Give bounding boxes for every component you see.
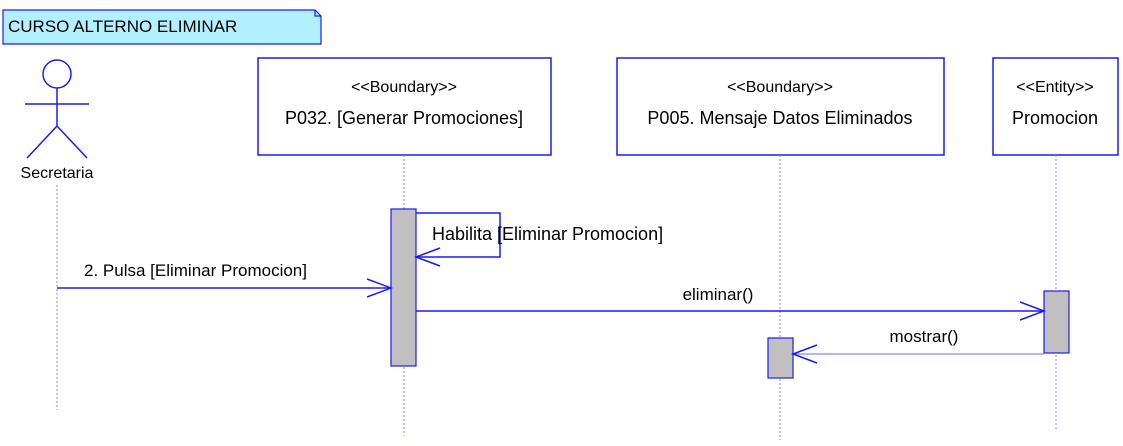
message-pulsa: 2. Pulsa [Eliminar Promocion] bbox=[57, 261, 394, 298]
lifeline-dashes bbox=[56, 155, 1057, 440]
frame-label-fold bbox=[314, 10, 321, 17]
actor-secretaria: Secretaria bbox=[21, 59, 94, 182]
frame-label-box bbox=[2, 9, 322, 45]
lifeline-stereotype: <<Boundary>> bbox=[351, 79, 457, 96]
message-label: eliminar() bbox=[683, 285, 754, 304]
lifeline-name: P005. Mensaje Datos Eliminados bbox=[647, 108, 912, 128]
lifeline-box bbox=[257, 57, 552, 156]
arrow-head-icon bbox=[1019, 301, 1047, 321]
actor-name: Secretaria bbox=[21, 165, 94, 182]
frame-label: CURSO ALTERNO ELIMINAR bbox=[2, 9, 322, 45]
lifeline-name: P032. [Generar Promociones] bbox=[285, 108, 523, 128]
frame-label-text: CURSO ALTERNO ELIMINAR bbox=[8, 17, 237, 36]
arrow-head-icon bbox=[790, 344, 818, 364]
lifeline-stereotype: <<Boundary>> bbox=[727, 79, 833, 96]
activation-generar bbox=[390, 208, 417, 367]
lifeline-stereotype: <<Entity>> bbox=[1016, 79, 1093, 96]
message-habilita: Habilita [Eliminar Promocion] bbox=[413, 212, 663, 267]
arrow-head-icon bbox=[413, 247, 441, 267]
activation-mensaje bbox=[767, 337, 794, 379]
message-label: mostrar() bbox=[890, 327, 959, 346]
message-eliminar: eliminar() bbox=[416, 285, 1047, 321]
message-label: 2. Pulsa [Eliminar Promocion] bbox=[84, 261, 307, 280]
lifeline-generar-promociones: <<Boundary>> P032. [Generar Promociones] bbox=[257, 57, 552, 156]
lifeline-promocion: <<Entity>> Promocion bbox=[992, 57, 1119, 156]
lifeline-name: Promocion bbox=[1012, 108, 1098, 128]
message-mostrar: mostrar() bbox=[790, 327, 1044, 364]
activation-promocion bbox=[1043, 290, 1070, 354]
actor-icon bbox=[25, 59, 89, 159]
message-label: Habilita [Eliminar Promocion] bbox=[432, 224, 663, 244]
lifeline-box bbox=[616, 57, 945, 156]
lifeline-box bbox=[992, 57, 1119, 156]
arrow-head-icon bbox=[366, 278, 394, 298]
message-line bbox=[416, 212, 501, 258]
lifeline-mensaje-datos-eliminados: <<Boundary>> P005. Mensaje Datos Elimina… bbox=[616, 57, 945, 156]
